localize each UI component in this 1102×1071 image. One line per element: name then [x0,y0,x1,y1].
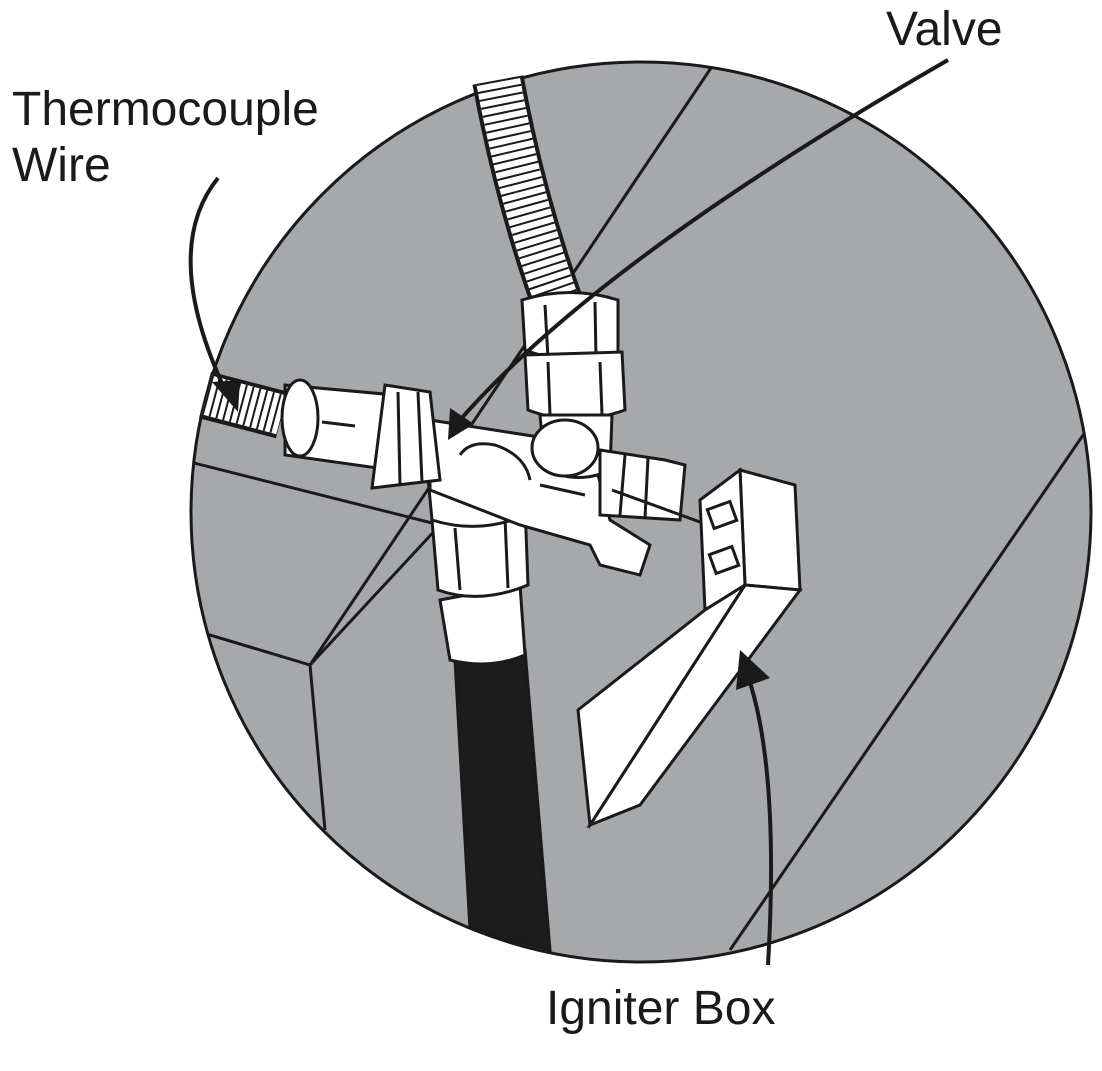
right-outlet-fitting [598,448,701,524]
callout-arrows [188,58,949,966]
thermocouple-wire [198,371,289,439]
valve-callout-line [458,58,949,422]
igniter-arrowhead-icon [736,650,770,690]
upper-fitting [520,291,627,479]
valve-arrowhead-icon [448,408,474,440]
igniter-callout-line [743,667,774,966]
igniter-box-label: Igniter Box [546,982,776,1035]
valve-label: Valve [886,3,1003,56]
corrugated-gas-line [472,75,585,319]
thermocouple-callout-line [188,176,227,391]
thermocouple-fitting [280,378,442,490]
thermocouple-label-line2: Wire [12,139,111,192]
thermocouple-label-line1: Thermocouple [12,83,319,136]
igniter-box [576,467,803,830]
callout-arrowheads [212,380,770,690]
thermocouple-arrowhead-icon [212,380,240,412]
